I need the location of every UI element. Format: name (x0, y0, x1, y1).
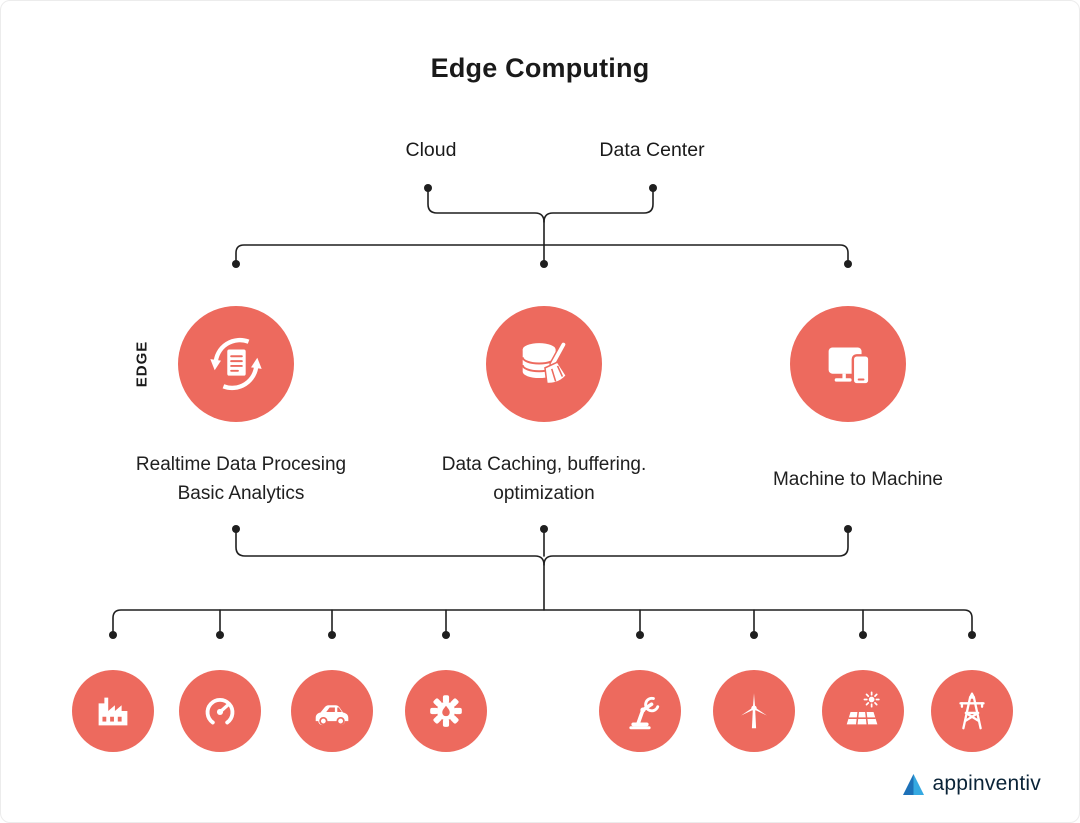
device-node-transmission-tower (931, 670, 1013, 752)
edge-node-realtime-processing (178, 306, 294, 422)
device-node-solar-panel (822, 670, 904, 752)
appinventiv-logo: appinventiv (901, 772, 1041, 796)
logo-text: appinventiv (932, 772, 1041, 795)
cloud-label: Cloud (405, 139, 457, 161)
transmission-tower-icon (959, 692, 985, 730)
device-node-factory (72, 670, 154, 752)
gear-icon (430, 695, 462, 727)
data-caching-icon (521, 341, 568, 385)
device-node-car (291, 670, 373, 752)
solar-panel-icon (846, 691, 880, 725)
machine-to-machine-icon (828, 347, 871, 386)
logo-mark-icon (902, 773, 924, 795)
robot-arm-icon (629, 696, 660, 730)
label-line-1: Machine to Machine (772, 469, 944, 490)
device-node-speedometer (179, 670, 261, 752)
page-title: Edge Computing (430, 53, 650, 83)
edge-band-label: EDGE (133, 340, 151, 388)
wind-turbine-icon (741, 693, 767, 729)
factory-icon (98, 697, 128, 726)
speedometer-icon (205, 697, 235, 725)
label-line-2: optimization (493, 483, 595, 504)
device-node-robot-arm (599, 670, 681, 752)
device-node-wind-turbine (713, 670, 795, 752)
data-center-label: Data Center (599, 139, 705, 161)
device-node-gear (405, 670, 487, 752)
label-line-1: Realtime Data Procesing (135, 454, 347, 475)
edge-node-data-caching (486, 306, 602, 422)
data-caching-label: Data Caching, buffering. optimization (374, 450, 714, 508)
machine-to-machine-label: Machine to Machine (688, 465, 1028, 494)
realtime-processing-label: Realtime Data Procesing Basic Analytics (71, 450, 411, 508)
car-icon (315, 705, 349, 726)
edge-node-machine-to-machine (790, 306, 906, 422)
label-line-1: Data Caching, buffering. (441, 454, 647, 475)
realtime-data-processing-icon (210, 337, 262, 391)
label-line-2: Basic Analytics (177, 483, 305, 504)
